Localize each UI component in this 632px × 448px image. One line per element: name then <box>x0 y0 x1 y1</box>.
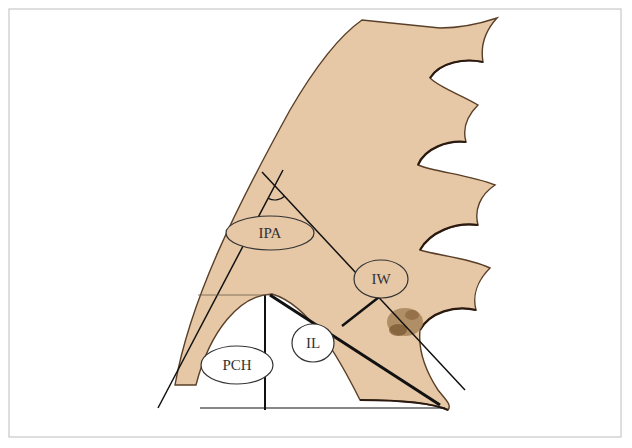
ellipse-shape <box>226 216 314 250</box>
label-ellipse: PCH <box>200 345 274 385</box>
ellipse-shape <box>292 324 334 362</box>
frame <box>9 9 621 437</box>
abbreviation-label: PCH <box>200 357 274 374</box>
abbreviation-label: IL <box>291 335 335 352</box>
label-ellipse: IW <box>353 259 409 299</box>
notch-edges <box>360 61 483 410</box>
measurement-lines <box>158 170 465 410</box>
ellipse-shape <box>354 260 408 298</box>
label-ellipse: IL <box>291 323 335 363</box>
bone-outline <box>175 18 497 410</box>
abbreviation-label: IPA <box>225 225 315 242</box>
label-ellipse: IPA <box>225 215 315 251</box>
abbreviation-label: IW <box>353 271 409 288</box>
ellipse-shape <box>201 346 273 384</box>
